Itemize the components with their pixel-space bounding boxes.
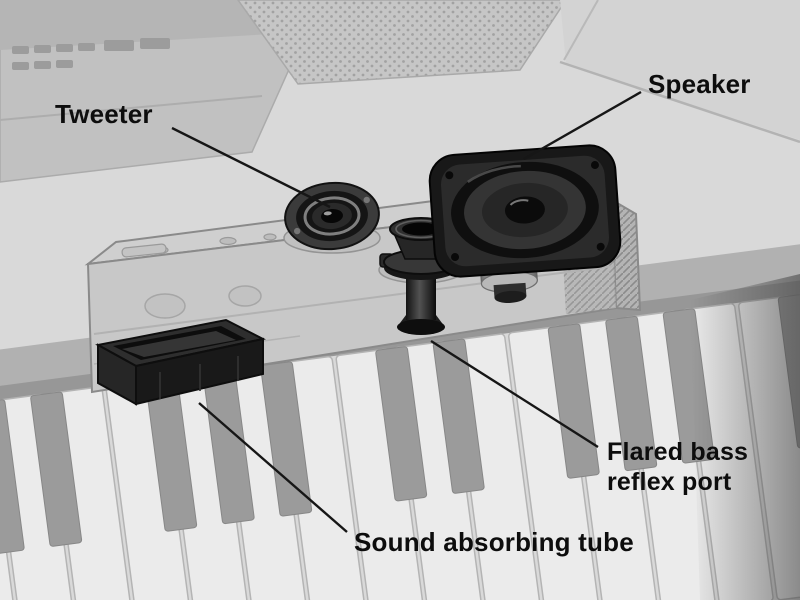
bass-port-label-line2: reflex port	[607, 468, 732, 496]
right-shadow	[690, 274, 800, 600]
absorbing-tube-leader-line	[198, 402, 348, 533]
piano-grille-background	[237, 0, 567, 85]
speaker-part	[428, 144, 622, 304]
piano-body-background	[0, 0, 321, 183]
sound-absorbing-tube-part	[95, 318, 266, 406]
bass-port-label-line1: Flared bass	[607, 438, 749, 466]
speaker-label: Speaker	[648, 69, 751, 99]
speaker-leader-line	[523, 90, 642, 161]
leader-lines	[171, 90, 642, 533]
tweeter-part	[284, 181, 380, 251]
bass-port-label: Flared bass reflex port	[607, 437, 748, 497]
absorbing-tube-label: Sound absorbing tube	[354, 527, 634, 557]
bass-port-leader-line	[430, 339, 599, 449]
tweeter-label: Tweeter	[55, 99, 153, 129]
piano-edge-background	[559, 0, 800, 144]
tweeter-leader-line	[171, 126, 331, 209]
